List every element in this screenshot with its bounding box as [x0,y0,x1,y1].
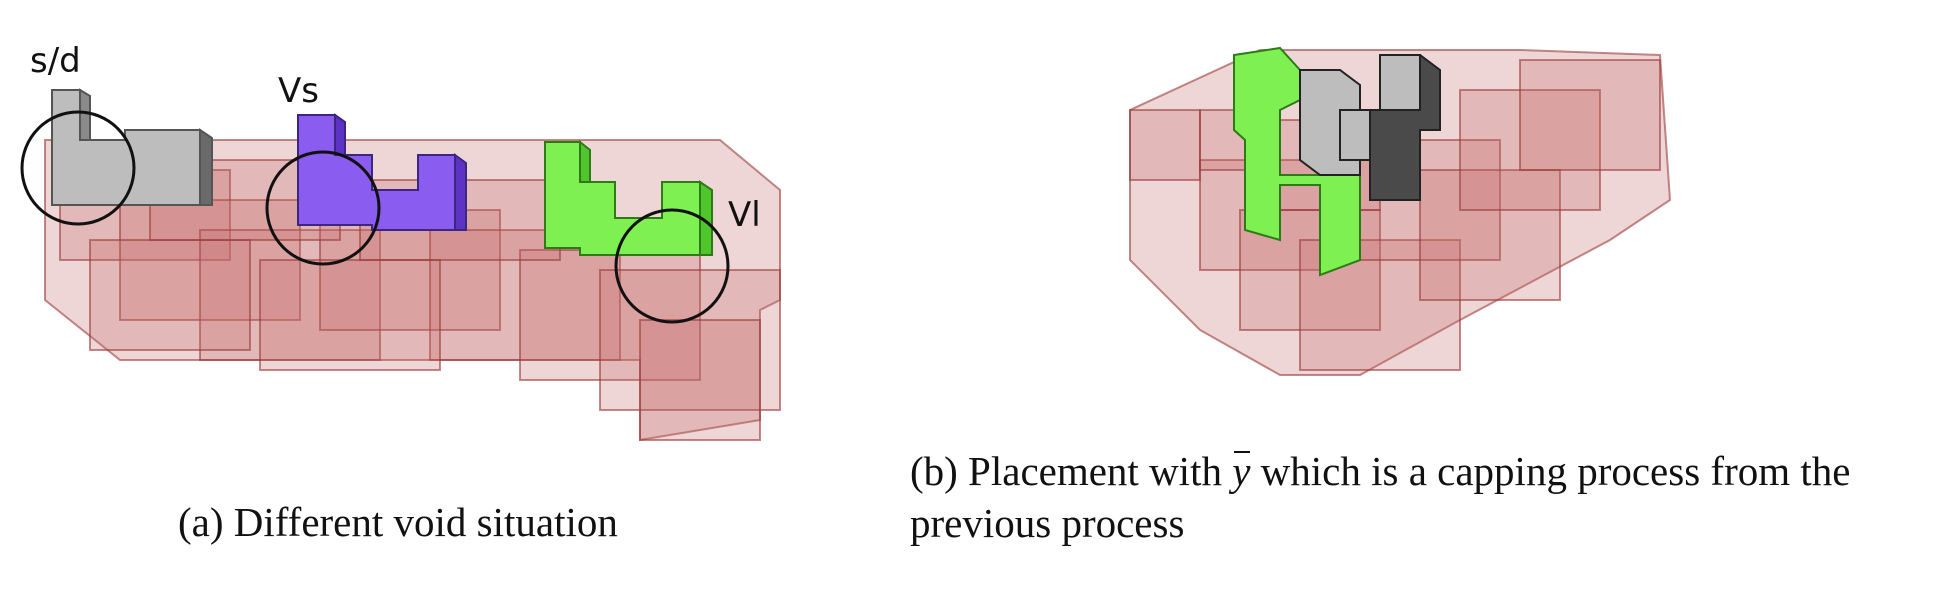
gray-piece [51,88,213,206]
void-circle-vs [265,150,381,266]
void-circle-sd [20,110,136,226]
label-vs: Vs [278,71,319,111]
panel-a-illustration [20,88,781,442]
panel-b-illustration [1129,46,1672,376]
caption-b-symbol: y [1232,445,1251,497]
caption-a: (a) Different void situation [178,499,618,545]
panel-b: (b) Placement with y which is a capping … [900,0,1934,604]
purple-piece [297,113,467,231]
void-circle-vl [614,208,730,324]
caption-b-prefix: (b) Placement with [910,448,1233,494]
dark-piece-b [1299,54,1441,201]
caption-b: (b) Placement with y which is a capping … [910,445,1920,549]
label-sd: s/d [30,41,81,81]
caption-b-suffix: which is a capping process from the [1250,448,1851,494]
green-piece [544,139,713,256]
panel-a: s/d Vs Vl (a) Different void situation [0,0,900,604]
caption-b-line2: previous process [910,500,1185,546]
label-vl: Vl [728,195,761,235]
